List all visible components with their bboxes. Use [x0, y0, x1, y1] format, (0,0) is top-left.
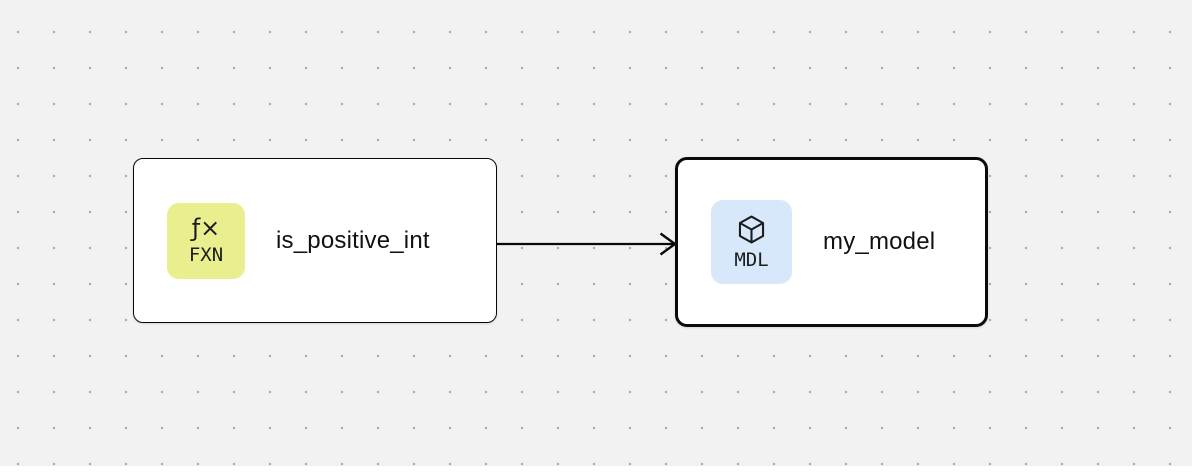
- cube-icon: [738, 215, 765, 244]
- model-badge: MDL: [711, 200, 792, 284]
- function-badge-code: FXN: [188, 244, 224, 266]
- function-badge: ƒ× FXN: [167, 202, 245, 279]
- edge-arrow[interactable]: [497, 228, 678, 260]
- node-label: is_positive_int: [276, 226, 430, 254]
- node-my-model[interactable]: MDL my_model: [675, 157, 988, 327]
- bottom-edge-strip: [0, 466, 1192, 472]
- node-label: my_model: [823, 228, 936, 255]
- node-is-positive-int[interactable]: ƒ× FXN is_positive_int: [133, 158, 497, 323]
- function-icon: ƒ×: [191, 214, 221, 242]
- model-badge-code: MDL: [734, 249, 769, 271]
